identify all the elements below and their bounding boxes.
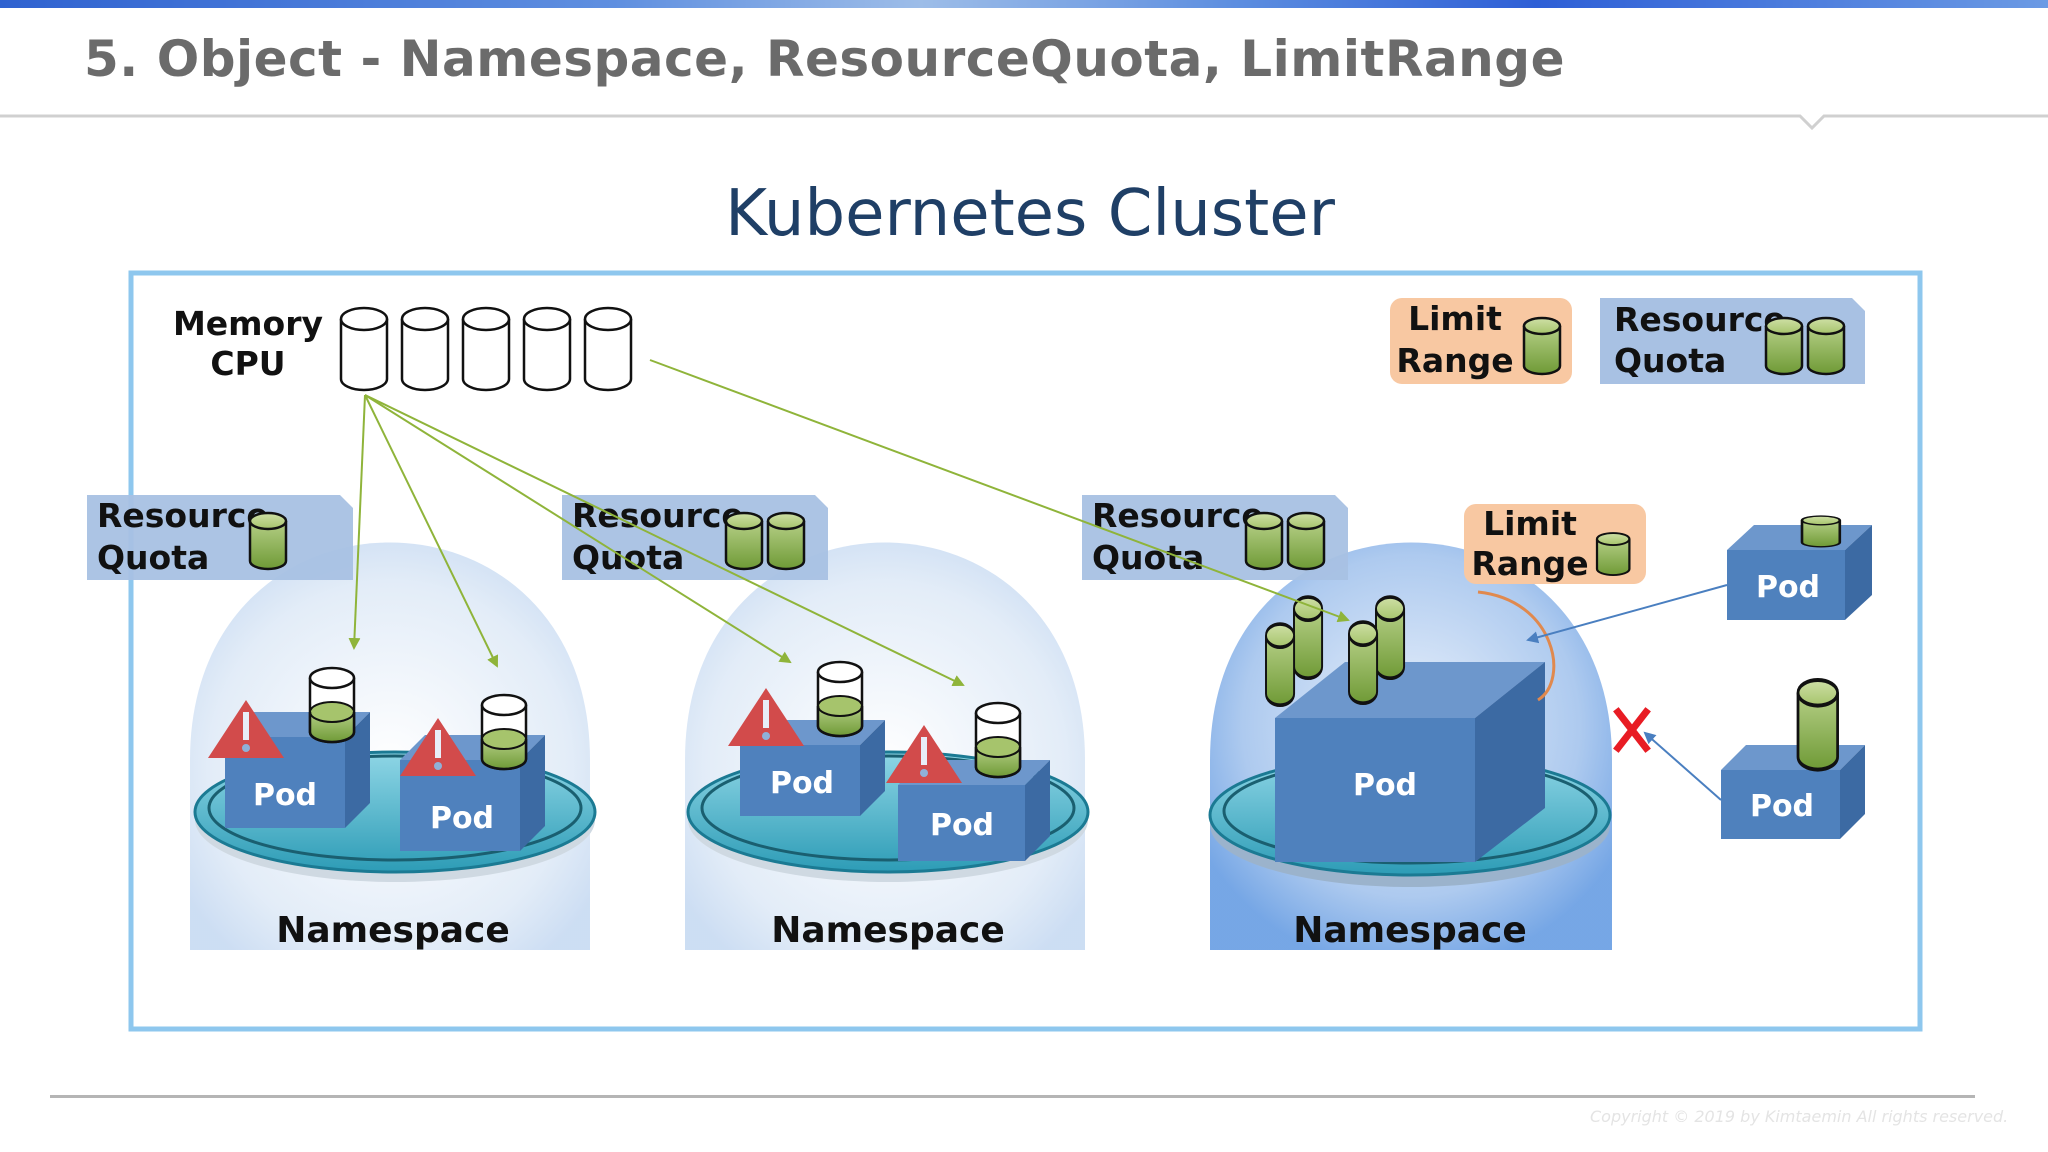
pod-label: Pod (930, 808, 994, 843)
slide-title: 5. Object - Namespace, ResourceQuota, Li… (84, 30, 1565, 88)
legend-limit-range-line2: Range (1396, 341, 1513, 380)
footer-divider (50, 1095, 1975, 1098)
resource-label-cpu: CPU (210, 344, 285, 383)
namespace-3-resource-quota: Resource Quota (1082, 495, 1348, 580)
pod-label: Pod (1750, 789, 1814, 824)
namespace-1-label: Namespace (276, 910, 510, 951)
resource-cylinder-icon (583, 306, 633, 392)
resource-usage-cylinder (480, 693, 528, 771)
reject-x-icon (1613, 707, 1651, 753)
pod-label: Pod (770, 766, 834, 801)
resource-usage-cylinder (974, 701, 1022, 779)
quota-label-line1: Resource (572, 496, 744, 535)
arrow-to-ns2-pod1 (364, 394, 792, 664)
cylinder-icon (1806, 316, 1846, 376)
allocation-arrows (348, 359, 1350, 687)
pod-label: Pod (1353, 768, 1417, 803)
quota-label-line2: Quota (572, 538, 684, 577)
cylinder-icon (1800, 514, 1842, 549)
pod-label: Pod (253, 778, 317, 813)
limit-range-line1: Limit (1483, 504, 1577, 543)
cylinder-icon (1244, 511, 1284, 571)
namespace-2-resource-quota: Resource Quota (562, 495, 828, 580)
namespace-1-pod-2: Pod (400, 693, 545, 851)
top-accent-bar (0, 0, 2048, 8)
diagram-title: Kubernetes Cluster (725, 177, 1335, 251)
limit-range-boundary (1477, 590, 1556, 702)
resource-label-memory: Memory (173, 304, 323, 343)
arrow-rejected-pod (1643, 731, 1722, 801)
legend-resource-quota: Resource Quota (1600, 298, 1865, 384)
namespace-1-resource-quota: Resource Quota (87, 495, 353, 580)
quota-label-line2: Quota (97, 538, 209, 577)
cylinder-icon (724, 511, 764, 571)
cylinder-icon (1764, 316, 1804, 376)
pod-label: Pod (430, 801, 494, 836)
namespace-2-label: Namespace (771, 910, 1005, 951)
resource-cylinder-icon (339, 306, 389, 392)
arrow-to-ns2-pod2 (364, 394, 965, 687)
cylinder-icon (766, 511, 806, 571)
arrow-to-ns3 (649, 359, 1350, 623)
resource-cylinder-icon (400, 306, 450, 392)
cylinder-icon (1595, 531, 1631, 577)
cylinder-icon (1798, 680, 1838, 770)
pod-label: Pod (1756, 570, 1820, 605)
namespace-2-pod-1: Pod (728, 660, 885, 816)
quota-label-line2: Quota (1092, 538, 1204, 577)
copyright-text: Copyright © 2019 by Kimtaemin All rights… (1590, 1107, 2009, 1126)
legend-resource-quota-line1: Resource (1614, 300, 1786, 339)
namespace-3-limit-range: Limit Range (1464, 504, 1646, 584)
cylinder-icon (1286, 511, 1326, 571)
arrow-to-ns1-pod1 (348, 394, 366, 650)
header-divider (0, 114, 2048, 131)
cylinder-icon (248, 511, 288, 571)
resource-cylinder-icon (461, 306, 511, 392)
legend-limit-range-line1: Limit (1408, 299, 1502, 338)
admission-arrows (1526, 584, 1728, 801)
quota-label-line1: Resource (97, 496, 269, 535)
namespace-2-pod-2: Pod (886, 701, 1050, 861)
resource-cylinder-icon (522, 306, 572, 392)
arrow-allowed-pod (1526, 584, 1728, 644)
namespace-3-pod: Pod (1264, 590, 1556, 862)
cylinder-icon (1522, 316, 1562, 376)
namespace-3-label: Namespace (1293, 910, 1527, 951)
arrow-to-ns1-pod2 (364, 394, 499, 668)
legend-resource-quota-line2: Quota (1614, 341, 1726, 380)
quota-label-line1: Resource (1092, 496, 1264, 535)
limit-range-line2: Range (1471, 544, 1588, 583)
external-pod-allowed: Pod (1727, 514, 1872, 620)
resource-usage-cylinder (816, 660, 864, 738)
resource-usage-cylinder (308, 666, 356, 744)
legend-limit-range: Limit Range (1390, 298, 1572, 384)
external-pod-rejected: Pod (1721, 680, 1865, 839)
namespace-1-pod-1: Pod (208, 666, 370, 828)
resource-pool (339, 306, 633, 392)
